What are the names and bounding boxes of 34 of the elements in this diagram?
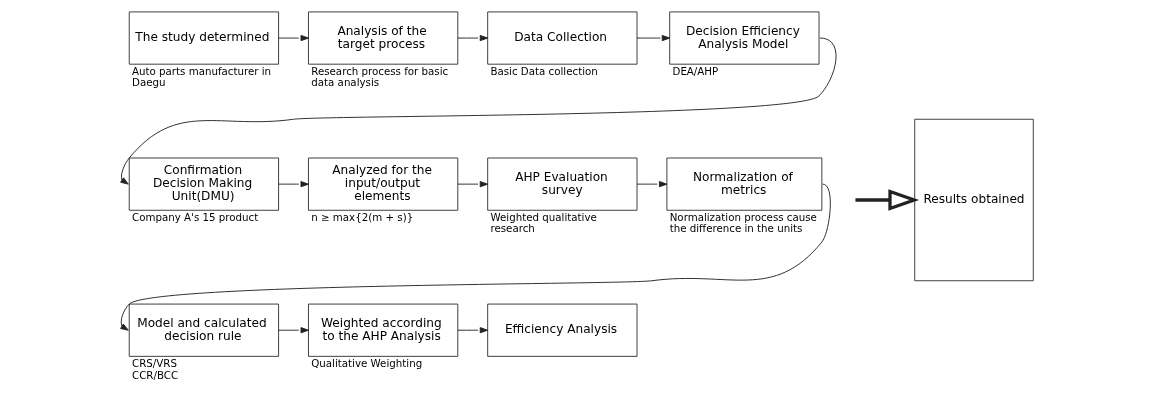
arrow bbox=[277, 34, 309, 42]
node-box: Decision Efficiency Analysis Model bbox=[668, 11, 819, 65]
node-box: Analyzed for the input/output elements bbox=[307, 157, 458, 211]
arrow bbox=[277, 181, 309, 188]
node-label: DEA/AHP bbox=[671, 65, 718, 78]
arrow bbox=[636, 181, 667, 188]
node-box: Confirmation Decision Making Unit(DMU) bbox=[128, 157, 279, 211]
node-box: Normalization of metrics bbox=[665, 157, 822, 211]
node-label: Research process for basic data analysis bbox=[310, 65, 448, 89]
node-label: Auto parts manufacturer in Daegu bbox=[131, 65, 271, 89]
node-label: Weighted qualitative research bbox=[489, 211, 597, 235]
node-label: CCR/BCC bbox=[131, 368, 178, 381]
node-label: Company A's 15 product bbox=[131, 211, 258, 224]
node-label: Qualitative Weighting bbox=[310, 357, 422, 370]
node-label: CRS/VRS bbox=[131, 357, 177, 370]
node-box: Data Collection bbox=[486, 11, 637, 65]
node-box: Efficiency Analysis bbox=[486, 303, 637, 357]
arrow bbox=[636, 34, 670, 42]
arrow bbox=[277, 327, 309, 334]
node-box: AHP Evaluation survey bbox=[486, 157, 637, 211]
node-box: Model and calculated decision rule bbox=[128, 303, 279, 357]
node-box: Weighted according to the AHP Analysis bbox=[307, 303, 458, 357]
node-box: The study determined bbox=[128, 11, 279, 65]
arrow bbox=[456, 327, 488, 334]
node-box: Analysis of the target process bbox=[307, 11, 458, 65]
arrow bbox=[456, 34, 488, 42]
arrow bbox=[456, 181, 488, 188]
arrow bbox=[119, 183, 831, 331]
node-label: Normalization process cause the difference in the units bbox=[669, 211, 817, 235]
node-box: Results obtained bbox=[913, 118, 1034, 282]
arrow bbox=[119, 37, 836, 185]
node-label: n ≥ max{2(m + s)} bbox=[310, 211, 413, 224]
node-label: Basic Data collection bbox=[489, 65, 598, 78]
arrow bbox=[854, 189, 919, 211]
